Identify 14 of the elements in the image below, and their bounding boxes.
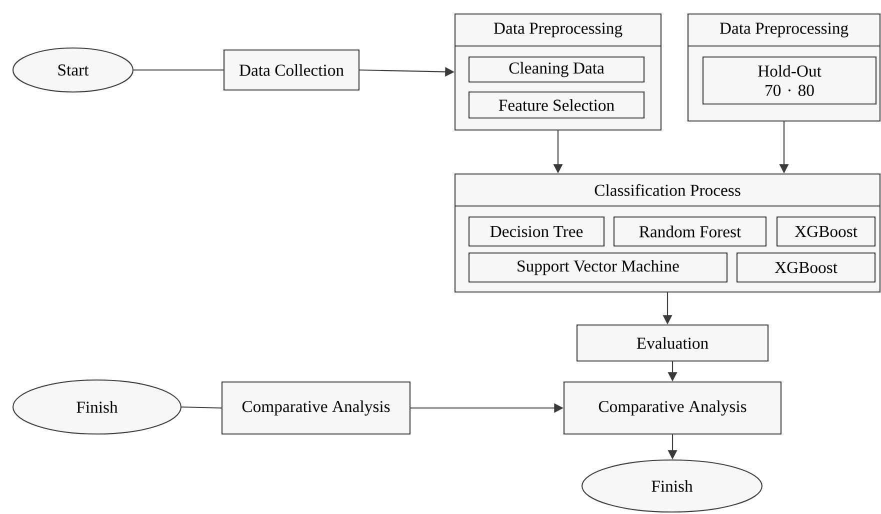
process-box: Evaluation <box>576 324 769 362</box>
method-box: Hold-Out 70 · 80 <box>702 56 877 105</box>
method-box: Cleaning Data <box>468 56 645 83</box>
method-box: Feature Selection <box>468 91 645 119</box>
connector-line <box>182 406 222 409</box>
connector-line <box>134 69 224 71</box>
process-box: Comparative Analysis <box>221 381 411 435</box>
process-box: Data Collection <box>223 49 360 91</box>
method-box: XGBoost <box>736 252 876 283</box>
method-box: Random Forest <box>613 216 767 247</box>
method-box: XGBoost <box>776 216 876 247</box>
method-box: Support Vector Machine <box>468 252 728 283</box>
process-box: Comparative Analysis <box>563 381 782 435</box>
method-box: Decision Tree <box>468 216 605 247</box>
